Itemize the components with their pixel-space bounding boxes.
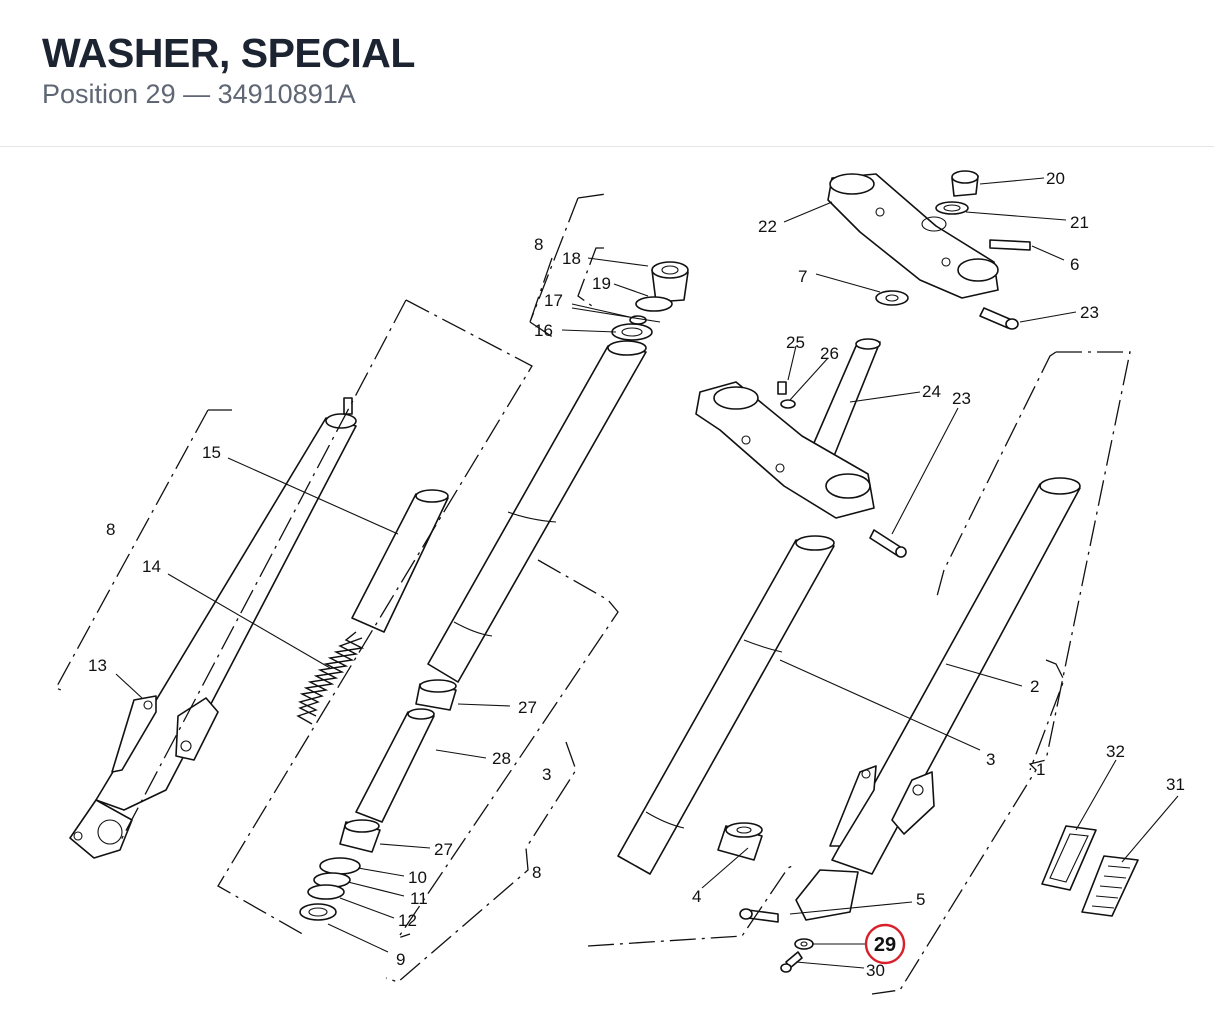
upper-triple-clamp-22 — [827, 173, 999, 299]
page-title: WASHER, SPECIAL — [42, 30, 415, 76]
left-fork-leg-13 — [69, 397, 357, 859]
callout-14: 14 — [142, 557, 161, 576]
lower-triple-clamp-24 — [695, 338, 881, 519]
callout-15: 15 — [202, 443, 221, 462]
steering-nut-20-21 — [935, 170, 979, 215]
washer-7 — [875, 290, 909, 306]
callout-8: 8 — [532, 863, 541, 882]
callout-18: 18 — [562, 249, 581, 268]
callout-8: 8 — [106, 520, 115, 539]
decal-31 — [1081, 855, 1139, 917]
callout-29: 29 — [874, 934, 896, 956]
fork-cap-parts — [611, 261, 689, 341]
callout-16: 16 — [534, 321, 553, 340]
damper-tube-28 — [355, 708, 435, 823]
part-position-subtitle: Position 29 — 34910891A — [42, 79, 356, 109]
callout-12: 12 — [398, 911, 417, 930]
seal-stack-10-12 — [299, 857, 361, 921]
page-header: WASHER, SPECIAL Position 29 — 34910891A — [0, 0, 1214, 147]
callout-17: 17 — [544, 291, 563, 310]
callout-22: 22 — [758, 217, 777, 236]
fork-tube-3-left — [427, 340, 647, 683]
screw-25-26 — [777, 381, 796, 409]
callout-13: 13 — [88, 656, 107, 675]
callout-9: 9 — [396, 950, 405, 969]
spacer-4 — [717, 822, 763, 861]
callout-19: 19 — [592, 274, 611, 293]
callout-1: 1 — [1036, 760, 1045, 779]
callout-8: 8 — [534, 235, 543, 254]
callout-4: 4 — [692, 887, 701, 906]
callout-23: 23 — [952, 389, 971, 408]
callout-10: 10 — [408, 868, 427, 887]
callout-27: 27 — [518, 698, 537, 717]
bushing-27-upper — [415, 679, 457, 711]
highlighted-callout-29[interactable]: 29 — [864, 923, 906, 965]
callout-31: 31 — [1166, 775, 1185, 794]
highlight-ring — [864, 923, 906, 965]
callout-32: 32 — [1106, 742, 1125, 761]
bolt-5 — [739, 908, 779, 923]
bolt-6 — [989, 239, 1031, 251]
right-fork-leg-2 — [795, 477, 1081, 921]
callout-23: 23 — [1080, 303, 1099, 322]
spring-14 — [296, 631, 365, 725]
washer-29 — [794, 938, 814, 950]
callout-25: 25 — [786, 333, 805, 352]
bolt-23-upper — [979, 307, 1019, 330]
callout-5: 5 — [916, 890, 925, 909]
callout-2: 2 — [1030, 677, 1039, 696]
spacer-tube-15 — [351, 489, 449, 633]
callout-20: 20 — [1046, 169, 1065, 188]
bolt-23-lower — [869, 529, 907, 558]
callout-3: 3 — [986, 750, 995, 769]
bushing-27-lower — [339, 819, 381, 853]
exploded-fork-diagram: 1 2 3 3 4 5 6 7 8 8 8 9 10 11 12 13 14 1… — [55, 169, 1185, 995]
callout-27: 27 — [434, 840, 453, 859]
callout-28: 28 — [492, 749, 511, 768]
callout-7: 7 — [798, 267, 807, 286]
callout-21: 21 — [1070, 213, 1089, 232]
callout-labels: 1 2 3 3 4 5 6 7 8 8 8 9 10 11 12 13 14 1… — [88, 169, 1185, 980]
callout-24: 24 — [922, 382, 941, 401]
assembly-bracket-lines — [55, 193, 1131, 995]
callout-11: 11 — [410, 889, 428, 908]
bolt-30 — [780, 951, 803, 973]
callout-6: 6 — [1070, 255, 1079, 274]
decal-32 — [1041, 825, 1097, 891]
leader-lines — [115, 177, 1179, 969]
callout-3: 3 — [542, 765, 551, 784]
callout-26: 26 — [820, 344, 839, 363]
callout-30: 30 — [866, 961, 885, 980]
fork-tube-3-right — [617, 535, 835, 875]
